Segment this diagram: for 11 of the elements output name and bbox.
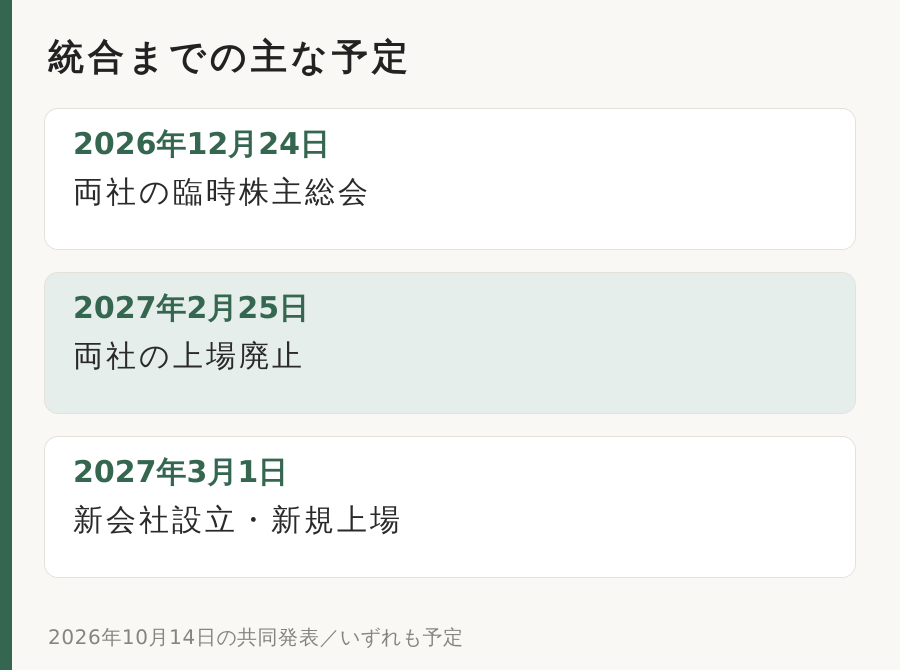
event-description: 新会社設立・新規上場 — [73, 502, 403, 540]
event-date: 2027年2月25日 — [73, 290, 310, 328]
event-date: 2026年12月24日 — [73, 126, 330, 164]
event-card — [44, 108, 856, 250]
event-card — [44, 436, 856, 578]
event-description: 両社の臨時株主総会 — [73, 174, 371, 212]
page-title: 統合までの主な予定 — [48, 36, 412, 80]
footnote: 2026年10月14日の共同発表／いずれも予定 — [48, 624, 464, 651]
event-description: 両社の上場廃止 — [73, 338, 305, 376]
event-card — [44, 272, 856, 414]
event-date: 2027年3月1日 — [73, 454, 288, 492]
